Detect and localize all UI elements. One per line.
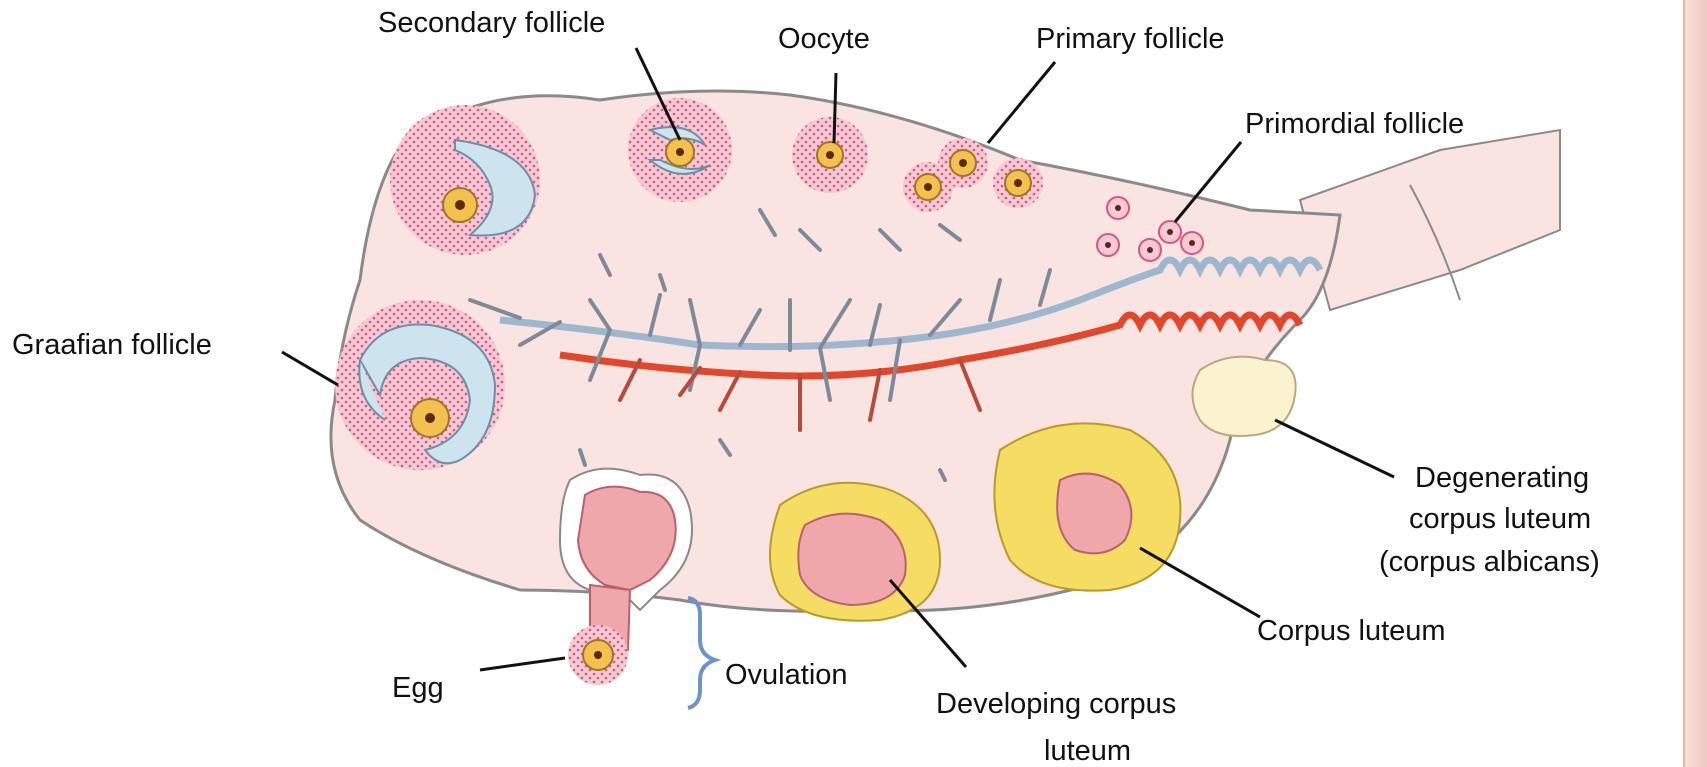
egg [568, 625, 628, 685]
label-developing-corpus: Developing corpus [936, 688, 1176, 720]
secondary-follicle-left [390, 105, 540, 255]
label-primary-follicle: Primary follicle [1036, 23, 1225, 55]
label-developing-luteum: luteum [1044, 735, 1131, 767]
label-primordial-follicle: Primordial follicle [1245, 108, 1464, 140]
label-egg: Egg [392, 672, 444, 704]
developing-corpus-luteum [770, 483, 940, 621]
oocyte-follicle [792, 117, 868, 193]
ruptured-follicle [560, 469, 692, 650]
label-oocyte: Oocyte [778, 23, 870, 55]
ovulation-bracket [688, 598, 715, 708]
label-degenerating: Degenerating [1415, 462, 1589, 494]
label-graafian-follicle: Graafian follicle [12, 329, 212, 361]
label-corpus-luteum: Corpus luteum [1257, 615, 1446, 647]
graafian-follicle [335, 300, 505, 470]
label-corpus-albicans: (corpus albicans) [1379, 546, 1600, 578]
corpus-luteum [994, 423, 1180, 590]
label-ovulation: Ovulation [725, 659, 848, 691]
label-secondary-follicle: Secondary follicle [378, 7, 605, 39]
label-corpus-luteum-deg: corpus luteum [1409, 503, 1591, 535]
secondary-follicle [628, 98, 732, 202]
